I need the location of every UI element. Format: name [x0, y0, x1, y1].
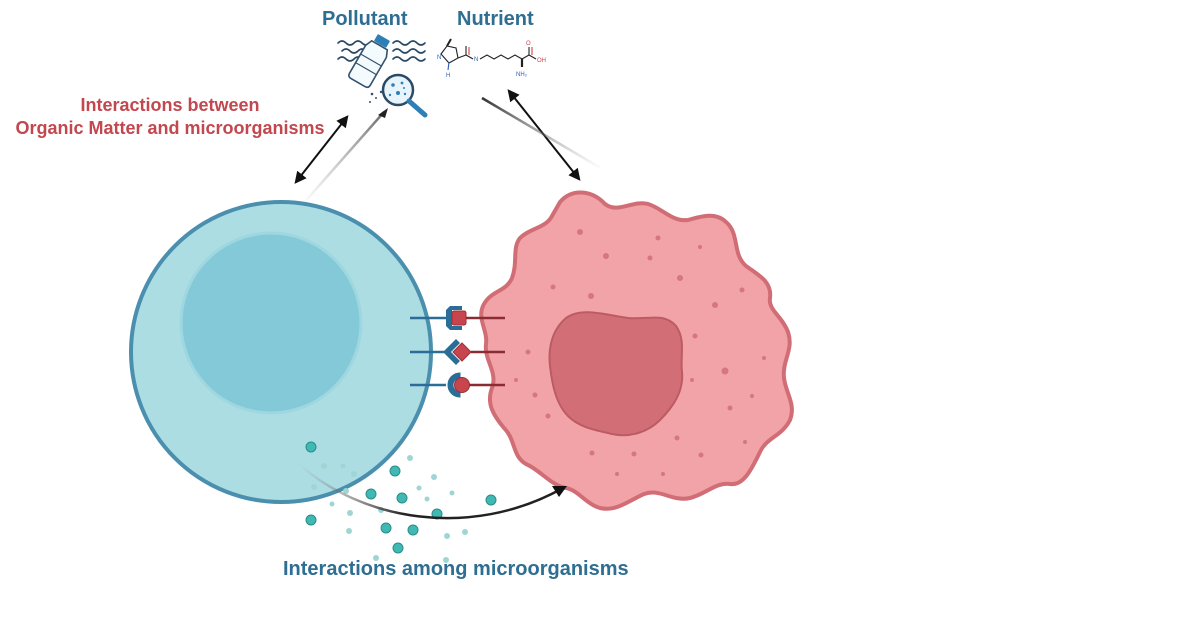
nutrient-label: Nutrient — [457, 8, 534, 30]
organic-matter-label-line2: Organic Matter and microorganisms — [15, 118, 325, 138]
receptor-pair-diamond — [410, 339, 505, 365]
pollutant-label: Pollutant — [322, 8, 408, 30]
organic-matter-interaction-label: Interactions between Organic Matter and … — [10, 94, 330, 140]
receptor-pair-round — [410, 372, 505, 398]
chem-o: O — [526, 41, 531, 47]
receptor-pair-square — [410, 306, 505, 330]
ligand-square — [451, 310, 467, 326]
pink-microorganism-cell — [479, 190, 794, 511]
receptor-ligand-pairs — [410, 306, 505, 398]
arrow-om-to-blue-cell — [294, 115, 349, 184]
organic-matter-label-line1: Interactions between — [80, 95, 260, 115]
blue-cell-nucleus — [179, 231, 363, 415]
fade-line-pink-cell — [481, 96, 605, 172]
receptor-cup-square — [446, 306, 462, 330]
pink-cell-nucleus — [548, 311, 684, 437]
cytoplasm-granules — [514, 229, 766, 476]
microplastic-dots — [369, 90, 383, 103]
molecule-structure-icon: N H N O OH NH₂ — [437, 38, 546, 79]
chem-nh: H — [446, 73, 450, 79]
chem-n-amide: N — [474, 57, 478, 63]
ligand-diamond — [452, 342, 472, 362]
arrowhead-to-magnifier — [378, 108, 388, 118]
receptor-cup-diamond — [443, 339, 460, 365]
blue-microorganism-cell — [129, 200, 433, 504]
arrow-blue-to-pink-cell — [297, 462, 564, 520]
fade-line-blue-cell — [301, 111, 385, 206]
interaction-arrows — [294, 89, 605, 520]
chem-n-ring: N — [437, 55, 441, 61]
magnifier-icon — [381, 73, 428, 118]
water-waves-icon — [337, 40, 426, 62]
arrowhead-cell-to-cell — [552, 486, 567, 497]
chem-nh2: NH₂ — [516, 72, 528, 78]
ligand-round — [454, 377, 470, 393]
chem-oh: OH — [537, 58, 546, 64]
microorganism-interaction-label: Interactions among microorganisms — [283, 558, 629, 580]
receptor-cup-round — [447, 372, 461, 398]
plastic-bottle-icon — [348, 34, 390, 89]
pollutant-icon — [337, 34, 428, 118]
